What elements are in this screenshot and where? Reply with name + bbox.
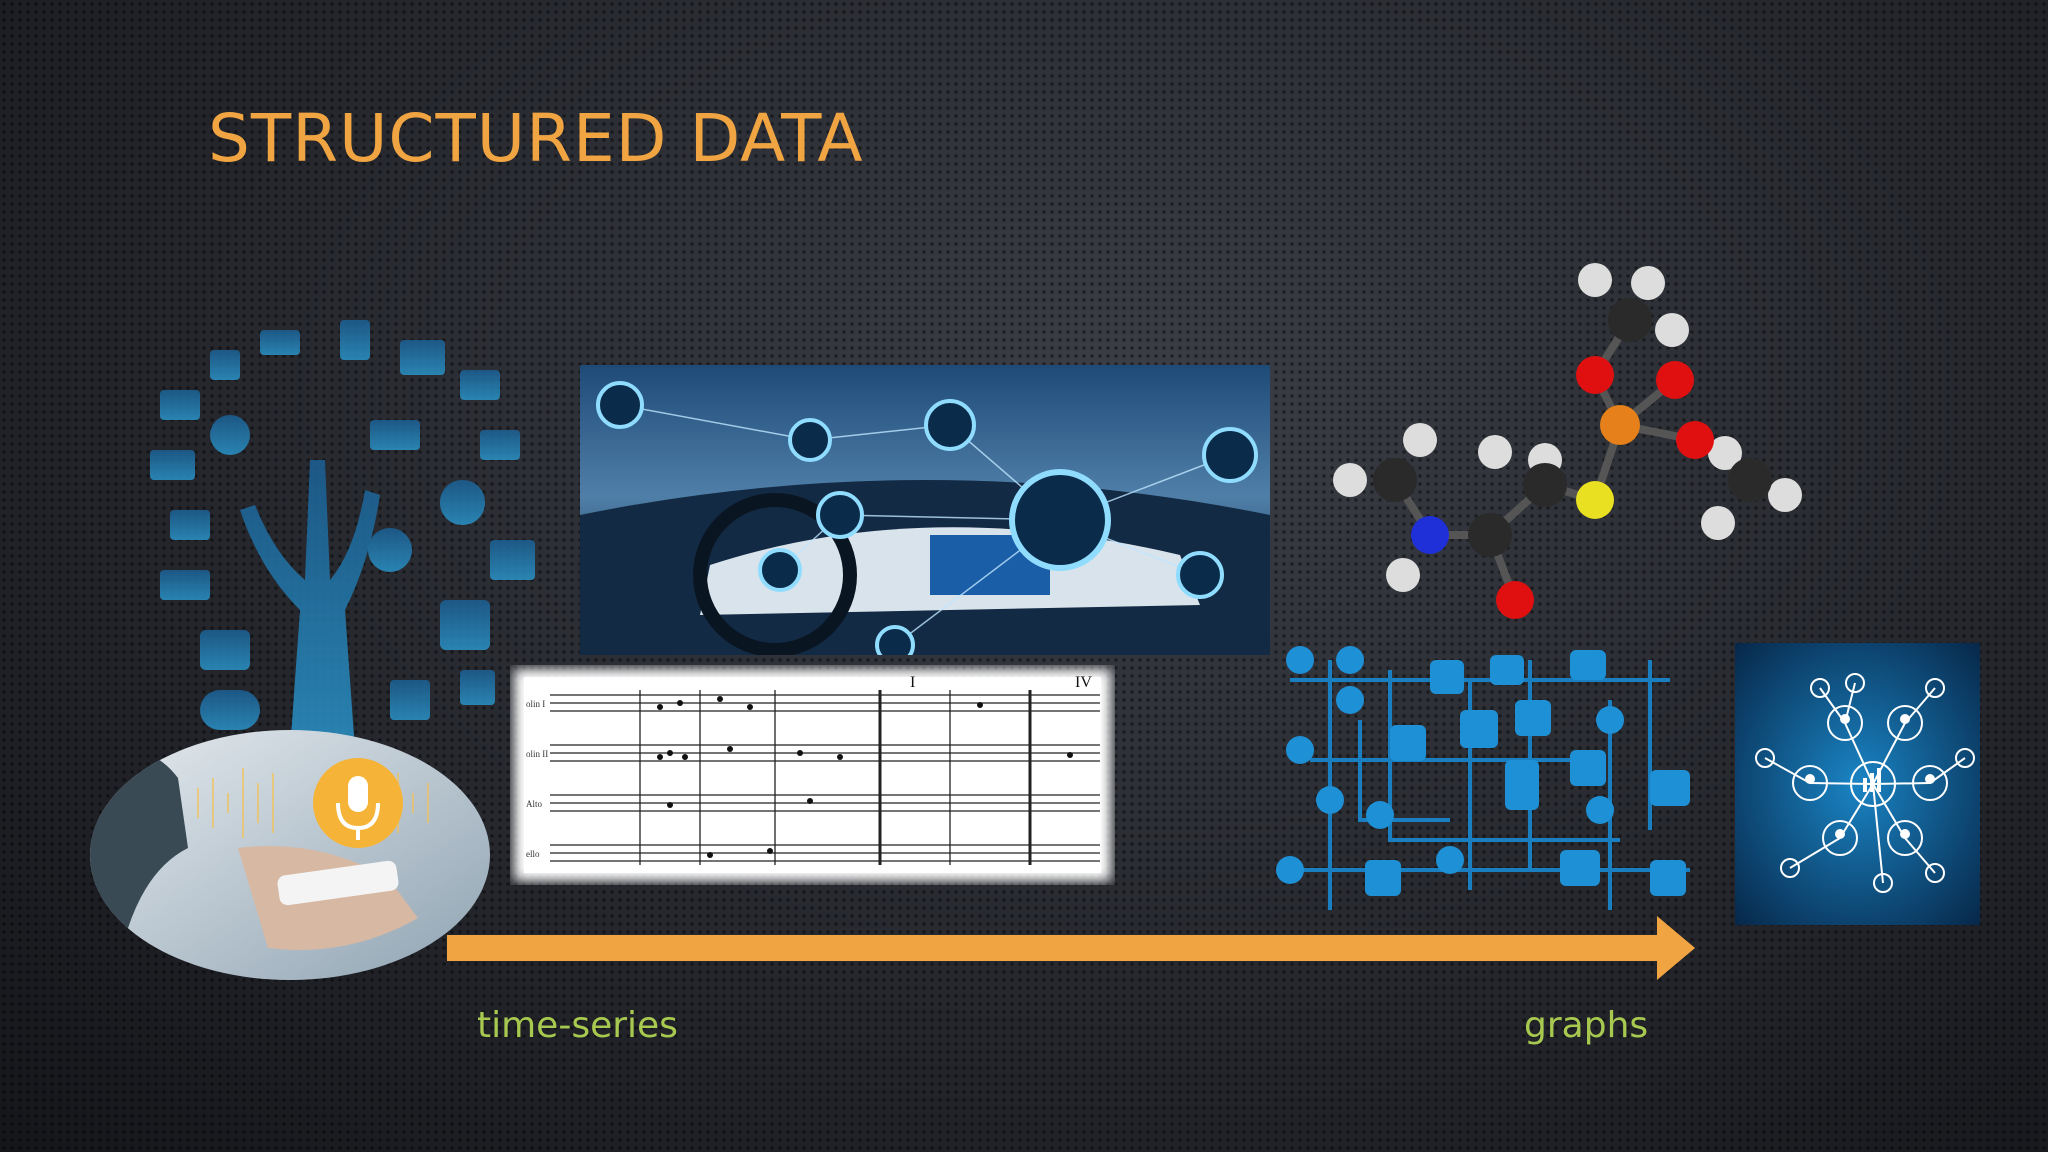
section-mark: IV (1075, 674, 1092, 691)
time-series-label: time-series (477, 1005, 678, 1046)
business-network-diagram-image (1735, 643, 1980, 925)
iot-tree-icon (150, 320, 535, 750)
molecule-ball-and-stick-image (1333, 263, 1802, 619)
staff-label: Alto (526, 799, 543, 809)
staff-label: olin II (526, 749, 548, 759)
section-mark: I (910, 674, 915, 691)
social-media-network-icons (1276, 646, 1690, 910)
graphs-label: graphs (1524, 1005, 1649, 1046)
voice-assistant-image (90, 730, 490, 980)
sheet-music-image: olin I olin II Alto ello I IV (514, 669, 1111, 881)
timeline-arrow (447, 916, 1695, 980)
staff-label: olin I (526, 699, 545, 709)
connected-car-dashboard-image (580, 365, 1270, 655)
staff-label: ello (526, 849, 540, 859)
slide-title: STRUCTURED DATA (208, 100, 864, 177)
microphone-icon (313, 758, 403, 848)
